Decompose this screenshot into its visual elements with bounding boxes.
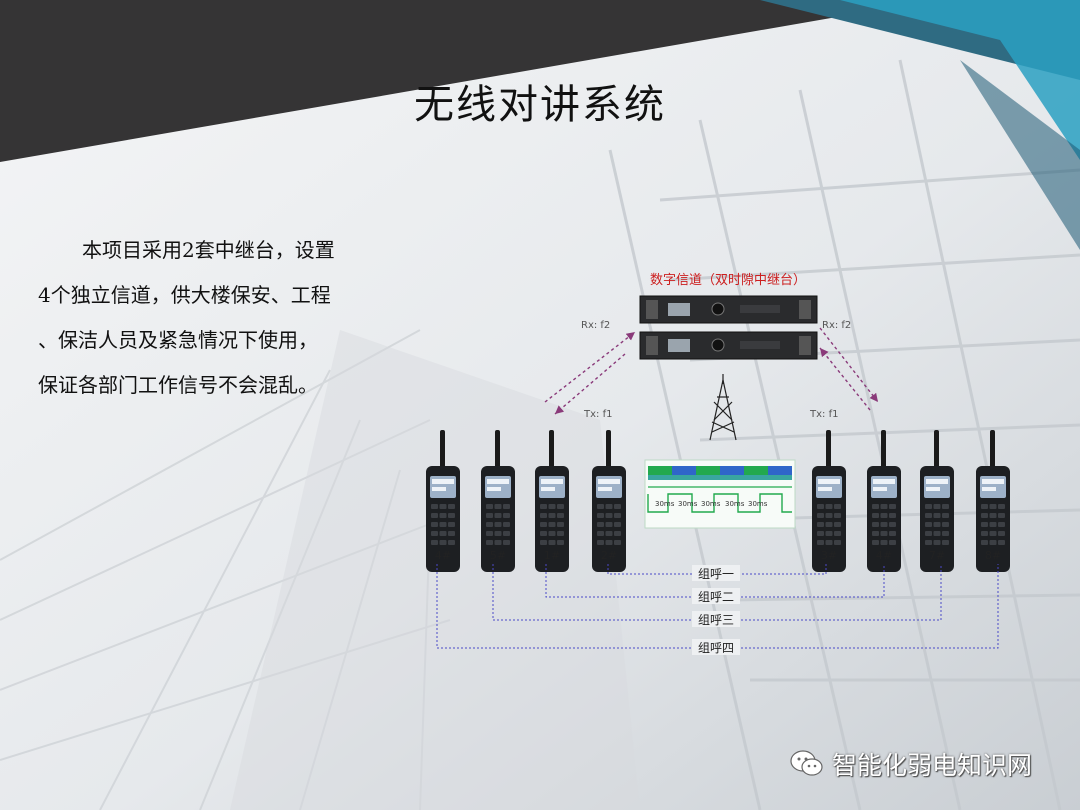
- right-rx-label: Rx: f2: [822, 320, 851, 331]
- right-tx-label: Tx: f1: [809, 409, 838, 420]
- radio-label: 1#: [544, 549, 560, 562]
- timeslot-label: 30ms: [748, 500, 768, 508]
- group-call-label: 组呼三: [698, 613, 734, 627]
- group-call-label: 组呼四: [698, 641, 734, 655]
- left-tx-label: Tx: f1: [583, 409, 612, 420]
- timeslot-label: 30ms: [655, 500, 675, 508]
- repeater-unit-2: [640, 332, 817, 359]
- radio-label: 2#: [601, 549, 617, 562]
- radio-label: 5#: [490, 549, 506, 562]
- antenna-tower-icon: [710, 374, 736, 440]
- description-line: 保证各部门工作信号不会混乱。: [38, 363, 388, 408]
- repeater-unit-1: [640, 296, 817, 323]
- page-title: 无线对讲系统: [0, 72, 1080, 130]
- watermark-text: 智能化弱电知识网: [832, 746, 1032, 782]
- timeslot-label: 30ms: [725, 500, 745, 508]
- radio-label: 4#: [876, 549, 892, 562]
- description-line: 4个独立信道，供大楼保安、工程: [38, 273, 388, 318]
- intercom-system-diagram: 数字信道（双时隙中继台） Rx: f2 Tx: f1 Rx: f2 Tx: f1: [400, 262, 1040, 662]
- radio-label: 4#: [435, 549, 451, 562]
- description-line: 本项目采用2套中继台，设置: [38, 228, 388, 273]
- repeater-label: 数字信道（双时隙中继台）: [650, 273, 806, 288]
- description-text: 本项目采用2套中继台，设置 4个独立信道，供大楼保安、工程 、保洁人员及紧急情况…: [38, 228, 388, 408]
- group-call-label: 组呼二: [698, 590, 734, 604]
- radio-label: 7#: [929, 549, 945, 562]
- timeslot-label: 30ms: [678, 500, 698, 508]
- watermark: 智能化弱电知识网: [790, 746, 1032, 782]
- radio-label: 3#: [821, 549, 837, 562]
- description-line: 、保洁人员及紧急情况下使用，: [38, 318, 388, 363]
- left-rx-label: Rx: f2: [581, 320, 610, 331]
- group-call-label: 组呼一: [698, 567, 734, 581]
- wechat-icon: [790, 749, 824, 779]
- timeslot-chart: 30ms 30ms 30ms 30ms 30ms: [645, 460, 795, 528]
- radio-label: 8#: [985, 549, 1001, 562]
- timeslot-label: 30ms: [701, 500, 721, 508]
